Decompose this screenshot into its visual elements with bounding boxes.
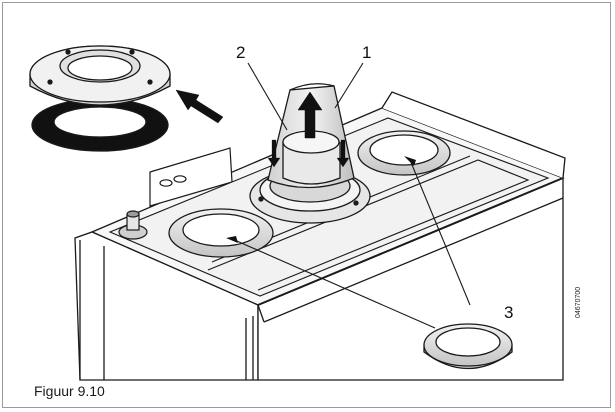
arrow-icon (336, 139, 350, 168)
figure-caption: Figuur 9.10 (34, 383, 105, 399)
callout-3: 3 (504, 303, 513, 322)
callout-2: 2 (236, 43, 245, 62)
document-id: 04670700 (575, 287, 582, 318)
arrow-icon (297, 91, 323, 139)
callout-1: 1 (362, 43, 371, 62)
leader-arrowheads (226, 156, 416, 243)
arrow-icon (175, 89, 224, 124)
cover-plate-assembly (29, 45, 171, 152)
arrow-icon (267, 139, 281, 168)
air-inlet-ring (423, 323, 513, 370)
leader-lines (229, 62, 471, 329)
cover-arrow (175, 89, 224, 124)
valve-nipple (118, 210, 148, 240)
flue-arrows (267, 91, 350, 168)
right-inlet-ring (357, 130, 451, 176)
